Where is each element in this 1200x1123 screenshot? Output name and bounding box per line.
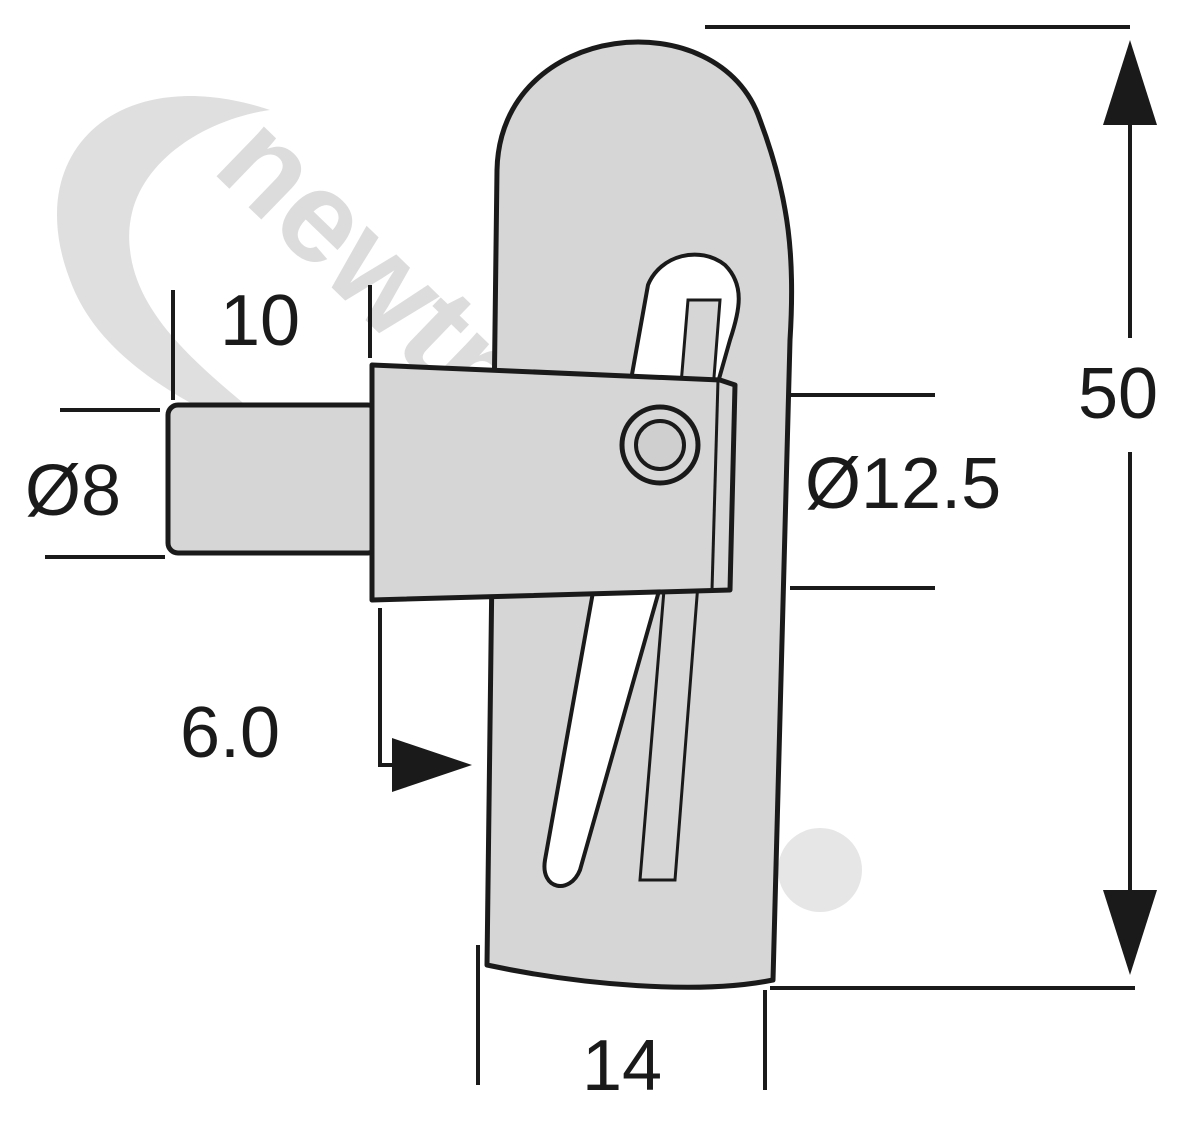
pin-body-edge (710, 379, 720, 591)
arrow-height-down (1103, 890, 1157, 975)
rivet-inner (634, 419, 686, 471)
label-overall-height: 50 (1078, 354, 1158, 434)
pin-body-block (369, 362, 738, 603)
label-pin-length: 10 (220, 281, 300, 361)
watermark-wheel-2 (778, 828, 862, 912)
watermark-swoosh (56, 95, 320, 470)
pin-shaft (165, 402, 381, 556)
arrow-offset-right (392, 738, 472, 792)
label-plate-width: 14 (582, 1026, 662, 1106)
label-pin-diameter: Ø8 (25, 451, 121, 531)
arrow-height-up (1103, 40, 1157, 125)
label-body-diameter: Ø12.5 (805, 444, 1001, 524)
label-offset: 6.0 (180, 693, 280, 773)
arrowheads (392, 40, 1157, 975)
pin-body (369, 362, 738, 603)
